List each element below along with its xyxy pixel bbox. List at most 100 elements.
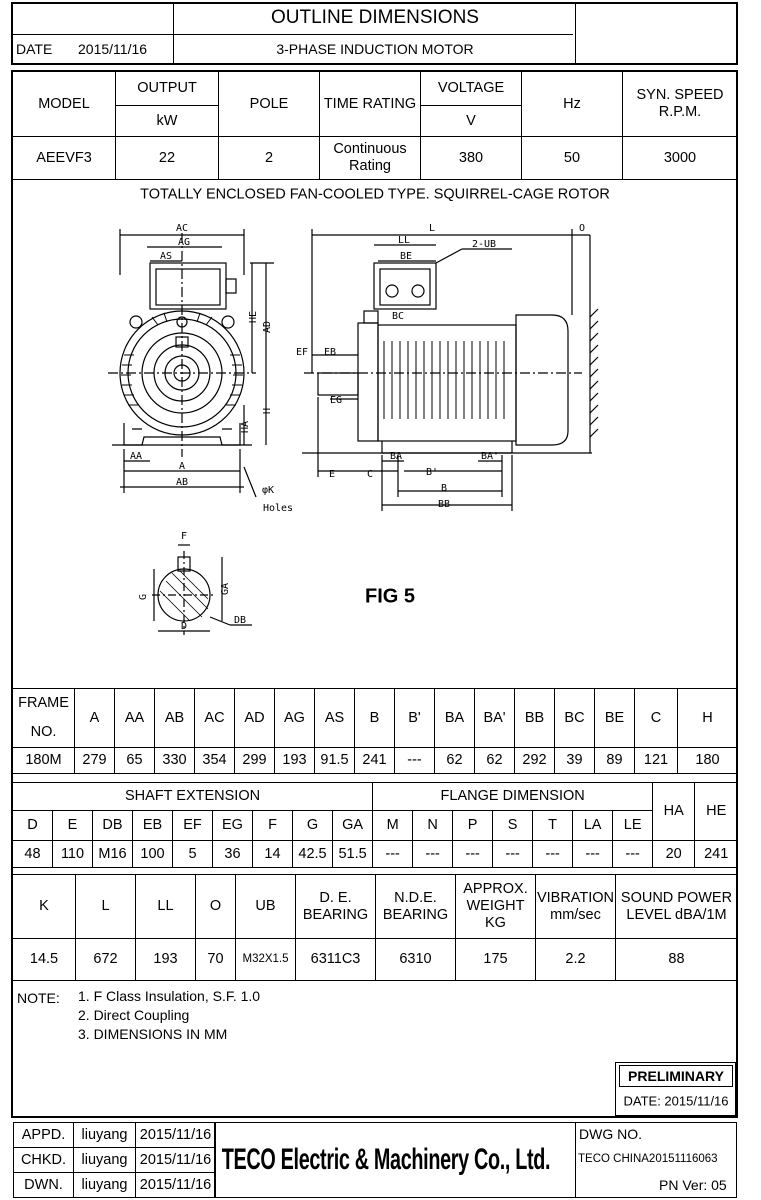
note-item: 2. Direct Coupling xyxy=(78,1007,190,1023)
col-header: D xyxy=(12,810,53,841)
svg-text:EF: EF xyxy=(296,347,308,358)
date-value: 2015/11/16 xyxy=(78,41,148,57)
approval-name: liuyang xyxy=(73,1172,136,1198)
table-cell: 14.5 xyxy=(12,938,76,981)
frame-label: FRAME xyxy=(12,688,75,719)
svg-text:G: G xyxy=(138,594,149,600)
col-header: BA xyxy=(434,688,475,748)
approval-date: 2015/11/16 xyxy=(135,1172,216,1198)
shaft-flange-table: SHAFT EXTENSION FLANGE DIMENSION HA HE D… xyxy=(11,782,739,868)
table-cell: 65 xyxy=(114,747,155,774)
col-header: G xyxy=(292,810,333,841)
col-header: HA xyxy=(652,782,696,841)
col-header: AC xyxy=(194,688,235,748)
col-header: EB xyxy=(132,810,173,841)
svg-text:F: F xyxy=(181,531,187,542)
approval-name: liuyang xyxy=(73,1147,136,1173)
bearing-misc-table: K L LL O UB D. E. BEARING N.D.E. BEARING… xyxy=(12,874,738,981)
svg-text:B': B' xyxy=(426,467,438,478)
header-model: MODEL xyxy=(12,71,116,137)
col-header: UB xyxy=(235,874,296,939)
table-cell: 88 xyxy=(615,938,738,981)
col-header: AD xyxy=(234,688,275,748)
preliminary-box xyxy=(615,1062,736,1116)
col-header: D. E. BEARING xyxy=(295,874,376,939)
table-cell: 62 xyxy=(474,747,515,774)
table-cell: 70 xyxy=(195,938,236,981)
table-cell: 241 xyxy=(354,747,395,774)
col-header: B xyxy=(354,688,395,748)
table-cell: 100 xyxy=(132,840,173,868)
approval-date: 2015/11/16 xyxy=(135,1122,216,1148)
col-header: N.D.E. BEARING xyxy=(375,874,456,939)
svg-text:A: A xyxy=(179,461,185,472)
table-cell: 36 xyxy=(212,840,253,868)
preliminary-date: DATE: 2015/11/16 xyxy=(623,1093,729,1109)
header-divider xyxy=(575,2,576,65)
svg-text:BB: BB xyxy=(438,499,450,510)
header-divider xyxy=(173,2,174,65)
col-header: LE xyxy=(612,810,654,841)
col-header: M xyxy=(372,810,414,841)
table-cell: 121 xyxy=(634,747,678,774)
svg-text:EB: EB xyxy=(324,347,336,358)
col-header: HE xyxy=(694,782,739,841)
svg-text:HA: HA xyxy=(240,421,251,433)
table-cell: 48 xyxy=(12,840,53,868)
col-header: VIBRATION mm/sec xyxy=(535,874,616,939)
frame-no-value: 180M xyxy=(12,747,75,774)
col-header: B' xyxy=(394,688,435,748)
table-cell: 241 xyxy=(694,840,739,868)
flange-dimension-title: FLANGE DIMENSION xyxy=(372,782,654,811)
header-pole: POLE xyxy=(218,71,320,137)
motor-outline-drawing: AC AG AS HE AD H HA AA A AB φK Holes L O… xyxy=(108,223,599,635)
svg-text:DB: DB xyxy=(234,615,246,626)
date-label: DATE xyxy=(16,41,53,57)
header-hz: Hz xyxy=(521,71,623,137)
approval-role: APPD. xyxy=(13,1122,74,1148)
svg-text:AA: AA xyxy=(130,451,142,462)
table-cell: 672 xyxy=(75,938,136,981)
svg-text:B: B xyxy=(441,483,447,494)
table-cell: 51.5 xyxy=(331,840,374,868)
col-header: F xyxy=(252,810,293,841)
table-cell: 279 xyxy=(74,747,115,774)
svg-text:BA': BA' xyxy=(481,451,499,462)
preliminary-inner xyxy=(619,1065,733,1087)
svg-text:D: D xyxy=(181,621,187,632)
table-cell: 6311C3 xyxy=(295,938,376,981)
header-output: OUTPUT xyxy=(115,71,219,106)
value-model: AEEVF3 xyxy=(12,136,116,180)
drawing-caption: TOTALLY ENCLOSED FAN-COOLED TYPE. SQUIRR… xyxy=(140,186,610,203)
col-header: T xyxy=(532,810,574,841)
table-cell: 20 xyxy=(652,840,696,868)
table-cell: --- xyxy=(612,840,654,868)
col-header: BC xyxy=(554,688,595,748)
col-header: L xyxy=(75,874,136,939)
table-cell: 299 xyxy=(234,747,275,774)
svg-text:AS: AS xyxy=(160,251,172,262)
svg-text:BA: BA xyxy=(390,451,402,462)
table-cell: --- xyxy=(372,840,414,868)
table-cell: 193 xyxy=(274,747,315,774)
drawing-title: OUTLINE DIMENSIONS xyxy=(271,7,479,29)
shaft-extension-title: SHAFT EXTENSION xyxy=(11,782,374,811)
header-box xyxy=(11,2,738,65)
header-output-unit: kW xyxy=(115,105,219,137)
table-cell: 62 xyxy=(434,747,475,774)
col-header: SOUND POWER LEVEL dBA/1M xyxy=(615,874,738,939)
header-time-rating: TIME RATING xyxy=(319,71,421,137)
table-cell: 354 xyxy=(194,747,235,774)
svg-text:AD: AD xyxy=(262,321,273,333)
table-cell: 89 xyxy=(594,747,635,774)
company-name: TECO Electric & Machinery Co., Ltd. xyxy=(221,1142,551,1176)
value-output: 22 xyxy=(115,136,219,180)
col-header: AA xyxy=(114,688,155,748)
approval-role: CHKD. xyxy=(13,1147,74,1173)
approval-date: 2015/11/16 xyxy=(135,1147,216,1173)
value-time-rating: Continuous Rating xyxy=(319,136,421,180)
table-cell: 6310 xyxy=(375,938,456,981)
note-label: NOTE: xyxy=(17,990,60,1006)
dwg-number: TECO CHINA20151116063 xyxy=(578,1153,718,1165)
frame-dimension-table: FRAME A AA AB AC AD AG AS B B' BA BA' BB… xyxy=(12,688,738,774)
